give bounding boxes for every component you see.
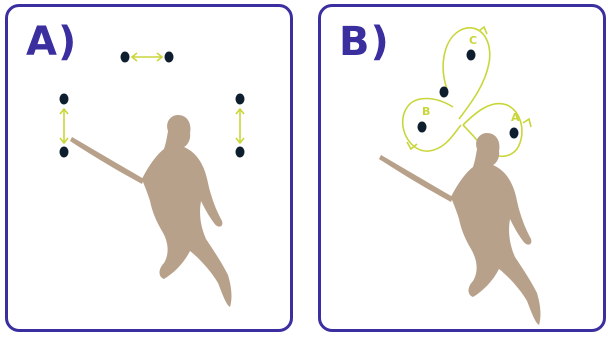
player-dot (235, 93, 245, 105)
player-dot (59, 93, 69, 105)
player-dot (120, 51, 130, 63)
panel-b-label: B) (339, 19, 390, 65)
hockey-player-silhouette (379, 133, 541, 325)
point-label-b: B (422, 105, 430, 118)
player-dot-b (417, 121, 427, 133)
player-dot (59, 146, 69, 158)
curved-arrow-icon (401, 25, 532, 157)
point-label-c: C (469, 34, 477, 47)
panel-b: B) C B A (318, 4, 606, 332)
player-dot (235, 146, 245, 158)
panel-b-scene: C B A (379, 25, 541, 325)
player-dot-a (509, 127, 519, 139)
player-dot-c (466, 49, 476, 61)
point-label-a: A (511, 111, 520, 124)
player-dot (439, 86, 449, 98)
double-arrow-icon (59, 107, 69, 145)
player-dot (164, 51, 174, 63)
double-arrow-icon (235, 107, 245, 145)
panel-a-label: A) (26, 19, 78, 65)
panel-a-scene (59, 51, 245, 307)
panel-a: A) (5, 4, 293, 332)
hockey-player-silhouette (70, 115, 232, 307)
double-arrow-icon (130, 52, 164, 62)
